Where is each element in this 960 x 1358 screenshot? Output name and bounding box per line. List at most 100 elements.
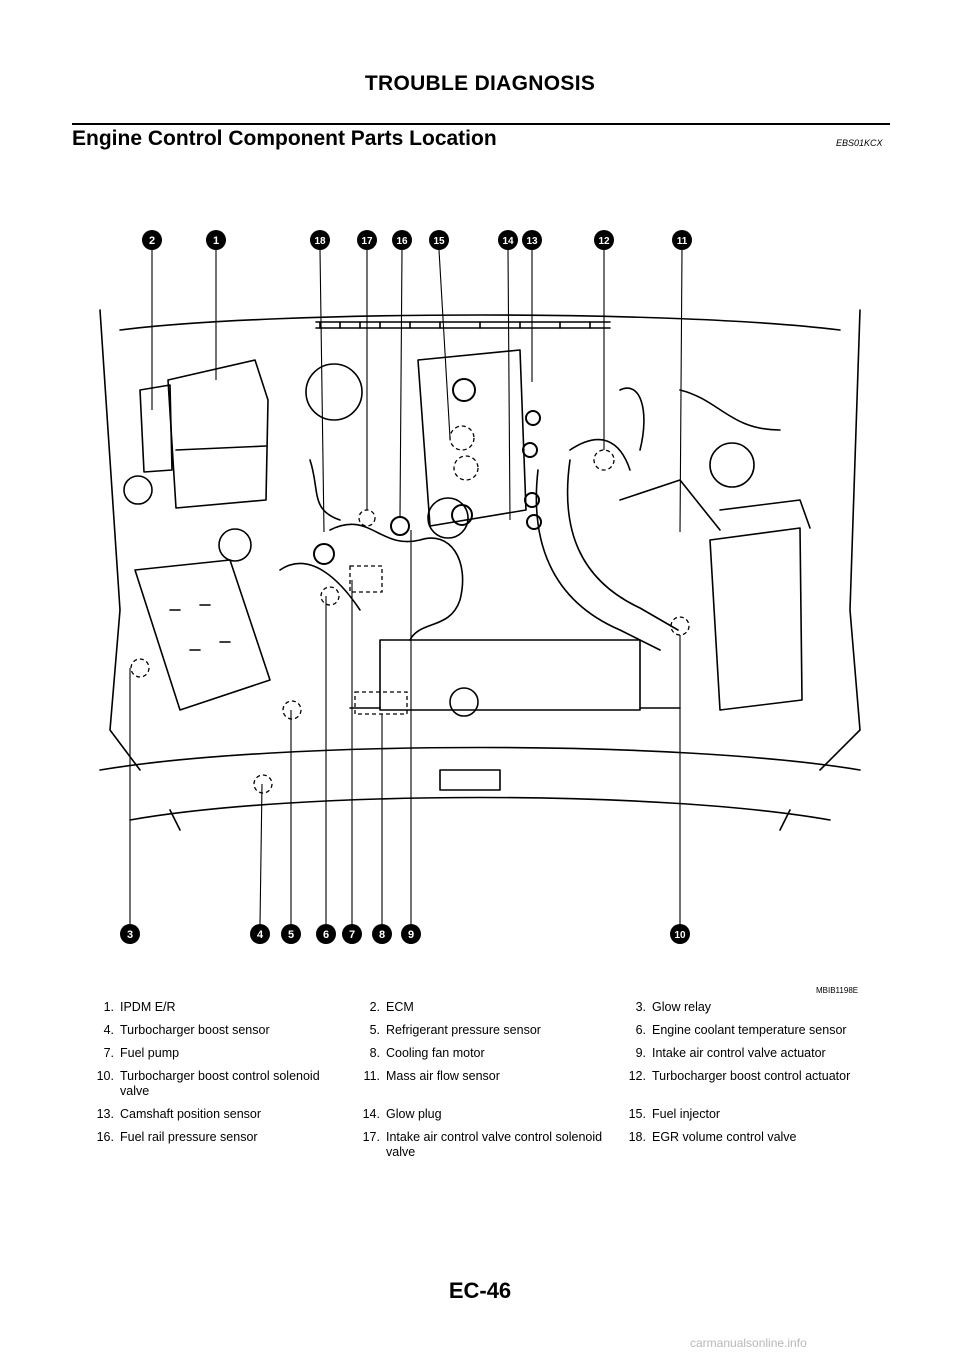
callout-label: 12 bbox=[598, 236, 610, 247]
legend-label: Camshaft position sensor bbox=[120, 1107, 262, 1121]
legend-number: 17. bbox=[362, 1130, 380, 1144]
engine-compartment-diagram: 2 1 18 17 16 15 14 13 12 11 3 4 5 6 7 8 … bbox=[99, 230, 861, 944]
legend-item: 4. Turbocharger boost sensor bbox=[86, 1023, 352, 1038]
callout-badge bbox=[142, 230, 162, 250]
callout-badge bbox=[372, 924, 392, 944]
legend-number: 7. bbox=[103, 1046, 114, 1060]
legend-number: 15. bbox=[628, 1107, 646, 1121]
legend-row: 16. Fuel rail pressure sensor 17. Intake a… bbox=[86, 1130, 886, 1160]
callout-badge bbox=[670, 924, 690, 944]
legend-number: 1. bbox=[103, 1000, 114, 1014]
legend-label: Turbocharger boost control actuator bbox=[652, 1069, 851, 1083]
callout-label: 13 bbox=[526, 236, 538, 247]
legend-number: 3. bbox=[635, 1000, 646, 1014]
legend-item: 6.Engine coolant temperature sensor bbox=[618, 1023, 884, 1038]
legend-label: Cooling fan motor bbox=[386, 1046, 485, 1060]
callout-label: 15 bbox=[433, 236, 445, 247]
callout-label: 9 bbox=[408, 929, 414, 941]
legend-label: Intake air control valve control solenoi… bbox=[386, 1130, 603, 1159]
legend-number: 8. bbox=[369, 1046, 380, 1060]
callout-label: 2 bbox=[149, 235, 155, 247]
legend-number: 4. bbox=[103, 1023, 114, 1037]
legend-item: 18. EGR volume control valve bbox=[618, 1130, 884, 1160]
legend-number: 10. bbox=[96, 1069, 114, 1083]
legend-row: 4. Turbocharger boost sensor 5. Refrigeran… bbox=[86, 1023, 886, 1038]
callout-label: 3 bbox=[127, 929, 133, 941]
legend-label: Glow plug bbox=[386, 1107, 442, 1121]
callout-label: 14 bbox=[502, 236, 514, 247]
callout-label: 17 bbox=[361, 236, 373, 247]
callout-badge bbox=[672, 230, 692, 250]
legend-item: 2. ECM bbox=[352, 1000, 618, 1015]
callout-badge bbox=[401, 924, 421, 944]
legend-item: 15. Fuel injector bbox=[618, 1107, 884, 1122]
callout-badge bbox=[357, 230, 377, 250]
callout-badge bbox=[281, 924, 301, 944]
callout-badge bbox=[316, 924, 336, 944]
legend-number: 11. bbox=[363, 1069, 380, 1083]
legend-number: 6. bbox=[635, 1023, 646, 1037]
legend-item: 12.Turbocharger boost control actuator bbox=[618, 1069, 884, 1099]
legend-label: Turbocharger boost sensor bbox=[120, 1023, 270, 1037]
callout-badge bbox=[498, 230, 518, 250]
legend-row: 10. Turbocharger boost control solenoid v… bbox=[86, 1069, 886, 1099]
legend-item: 8. Cooling fan motor bbox=[352, 1046, 618, 1061]
callout-badge bbox=[594, 230, 614, 250]
section-ref-code: EBS01KCX bbox=[836, 138, 883, 148]
legend-label: Intake air control valve actuator bbox=[652, 1046, 826, 1060]
watermark: carmanualsonline.info bbox=[690, 1336, 807, 1350]
legend-item: 3. Glow relay bbox=[618, 1000, 884, 1015]
callout-label: 18 bbox=[314, 236, 326, 247]
figure-id: MBIB1198E bbox=[816, 986, 859, 995]
component-legend: 1. IPDM E/R 2. ECM 3. Glow relay 4. Turbocha… bbox=[86, 1000, 886, 1168]
legend-item: 11. Mass air flow sensor bbox=[352, 1069, 618, 1099]
legend-label: Turbocharger boost control solenoid valv… bbox=[120, 1069, 320, 1098]
legend-item: 13. Camshaft position sensor bbox=[86, 1107, 352, 1122]
callout-badge bbox=[392, 230, 412, 250]
legend-number: 16. bbox=[96, 1130, 114, 1144]
legend-label: Mass air flow sensor bbox=[386, 1069, 500, 1083]
callout-label: 6 bbox=[323, 929, 329, 941]
callout-label: 4 bbox=[257, 929, 264, 941]
callout-badge bbox=[120, 924, 140, 944]
legend-label: Refrigerant pressure sensor bbox=[386, 1023, 541, 1037]
legend-number: 9. bbox=[635, 1046, 646, 1060]
legend-label: ECM bbox=[386, 1000, 414, 1014]
page-header-title: TROUBLE DIAGNOSIS bbox=[364, 72, 596, 95]
legend-number: 13. bbox=[96, 1107, 114, 1121]
callout-label: 1 bbox=[213, 235, 219, 247]
legend-item: 5. Refrigerant pressure sensor bbox=[352, 1023, 618, 1038]
legend-label: IPDM E/R bbox=[120, 1000, 176, 1014]
legend-number: 2. bbox=[369, 1000, 380, 1014]
legend-label: Fuel injector bbox=[652, 1107, 721, 1121]
legend-label: Fuel pump bbox=[120, 1046, 180, 1060]
legend-label: Fuel rail pressure sensor bbox=[120, 1130, 258, 1144]
callout-badge bbox=[206, 230, 226, 250]
header-rule bbox=[72, 123, 890, 125]
legend-item: 14.Glow plug bbox=[352, 1107, 618, 1122]
callout-badge bbox=[342, 924, 362, 944]
legend-row: 1. IPDM E/R 2. ECM 3. Glow relay bbox=[86, 1000, 886, 1015]
page-number: EC-46 bbox=[448, 1278, 512, 1303]
callout-label: 7 bbox=[349, 929, 355, 941]
legend-row: 13. Camshaft position sensor 14.Glow plug… bbox=[86, 1107, 886, 1122]
callout-label: 11 bbox=[677, 236, 688, 247]
callout-label: 8 bbox=[379, 929, 385, 941]
section-title: Engine Control Component Parts Location bbox=[72, 127, 497, 150]
legend-label: EGR volume control valve bbox=[652, 1130, 797, 1144]
callout-badge bbox=[310, 230, 330, 250]
callout-badge bbox=[522, 230, 542, 250]
legend-number: 18. bbox=[628, 1130, 646, 1144]
callout-badge bbox=[250, 924, 270, 944]
callout-label: 10 bbox=[674, 930, 686, 941]
legend-number: 5. bbox=[369, 1023, 380, 1037]
legend-item: 1. IPDM E/R bbox=[86, 1000, 352, 1015]
legend-item: 7. Fuel pump bbox=[86, 1046, 352, 1061]
legend-row: 7. Fuel pump 8. Cooling fan motor 9. Intake… bbox=[86, 1046, 886, 1061]
legend-item: 10. Turbocharger boost control solenoid v… bbox=[86, 1069, 352, 1099]
legend-item: 17. Intake air control valve control sole… bbox=[352, 1130, 618, 1160]
callout-label: 16 bbox=[396, 236, 408, 247]
legend-item: 9. Intake air control valve actuator bbox=[618, 1046, 884, 1061]
callout-label: 5 bbox=[288, 929, 294, 941]
legend-label: Glow relay bbox=[652, 1000, 712, 1014]
